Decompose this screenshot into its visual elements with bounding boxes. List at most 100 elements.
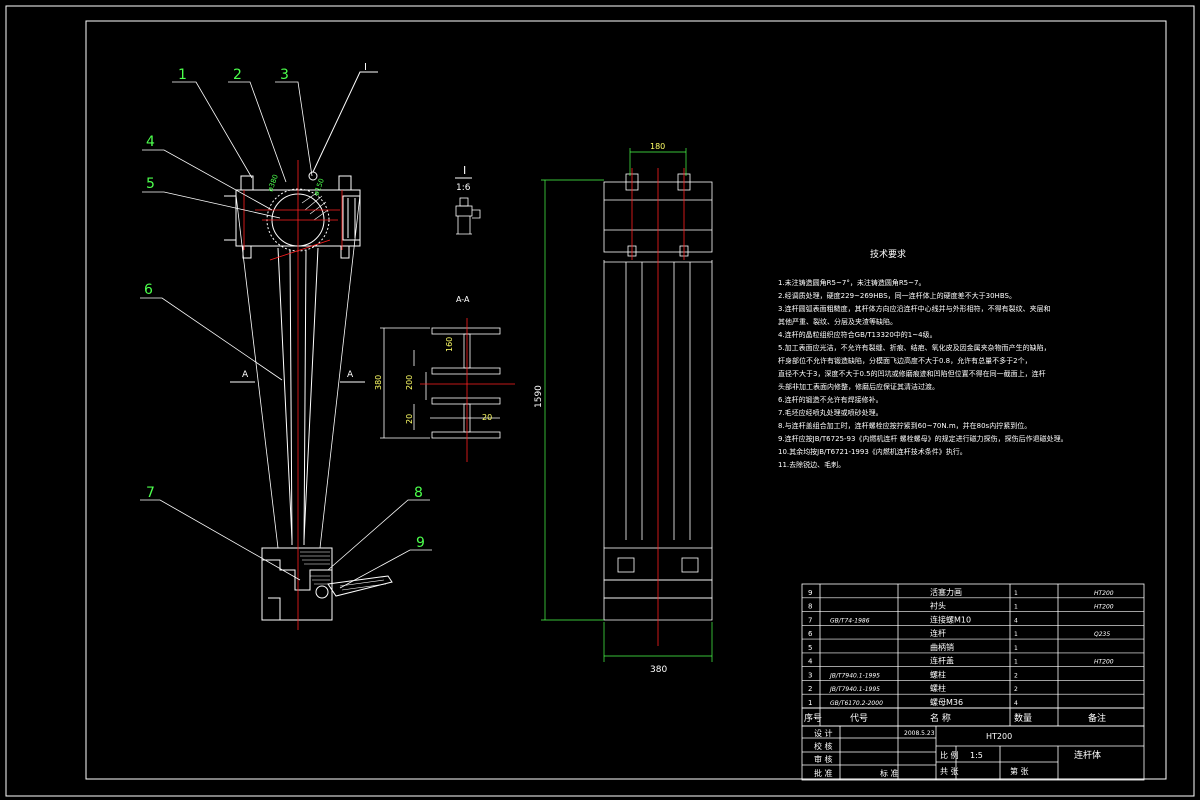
section-dim-height: 380 xyxy=(374,375,383,390)
bom-cell-qty: 1 xyxy=(1014,645,1018,652)
bom-cell-no: 2 xyxy=(808,685,812,693)
bom-cell-name: 螺柱 xyxy=(930,669,946,679)
bom-cell-qty: 4 xyxy=(1014,617,1018,624)
tech-line: 3.连杆圆弧表面粗糙度，其杆体方向应沿连杆中心线并与外形相符，不得有裂纹、夹层和 xyxy=(778,304,1051,313)
balloon-2: 2 xyxy=(233,67,242,83)
bom-cell-qty: 4 xyxy=(1014,700,1018,707)
tb-drawing-name: 连杆体 xyxy=(1074,749,1101,761)
bom-cell-mat: HT200 xyxy=(1094,604,1114,611)
tb-sheet-no: 第 张 xyxy=(1010,766,1029,776)
front-view xyxy=(224,175,393,621)
bom-cell-no: 6 xyxy=(808,630,813,638)
bom-cell-no: 4 xyxy=(808,658,813,666)
front-view-hatching xyxy=(300,191,387,591)
balloon-leaders xyxy=(140,81,432,589)
tech-line: 2.经调质处理，硬度229~269HBS，同一连杆体上的硬度差不大于30HBS。 xyxy=(778,291,1016,300)
section-aa-label: A-A xyxy=(456,295,470,304)
bom-cell-name: 连杆 xyxy=(930,628,946,638)
tech-line: 杆身部位不允许有锻造缺陷，分模面飞边高度不大于0.8，允许有总量不多于2个， xyxy=(778,356,1032,365)
balloon-9: 9 xyxy=(416,535,425,551)
tech-line: 其他严重、裂纹、分层及夹渣等缺陷。 xyxy=(778,317,897,326)
bom-cell-mat: Q235 xyxy=(1094,631,1110,638)
bom-cell-code: GB/T74-1986 xyxy=(830,617,870,624)
section-dim-1: 160 xyxy=(445,337,454,352)
balloon-8: 8 xyxy=(414,485,423,501)
envelope-lines xyxy=(235,194,361,549)
bom-header-no: 序号 xyxy=(804,712,822,724)
bom-cell-no: 9 xyxy=(808,589,812,597)
section-dim-2: 200 xyxy=(405,375,414,390)
tech-line: 4.连杆的晶粒组织应符合GB/T13320中的1~4级。 xyxy=(778,330,937,339)
tb-design: 设 计 xyxy=(814,728,833,738)
tb-standard: 标 准 xyxy=(880,768,899,778)
balloon-1: 1 xyxy=(178,67,187,83)
bom-cell-mat: HT200 xyxy=(1094,659,1114,666)
bom-cell-no: 1 xyxy=(808,699,812,707)
bom-cell-code: GB/T6170.2-2000 xyxy=(830,700,883,707)
detail-marker xyxy=(308,71,378,181)
section-dim-4: 20 xyxy=(482,413,492,422)
dim-width-top: 180 xyxy=(650,142,665,151)
dim-width-bottom: 380 xyxy=(650,665,667,675)
bom-header-qty: 数量 xyxy=(1014,712,1032,724)
tech-lines: 1.未注铸造圆角R5~7°，未注铸造圆角R5~7。 2.经调质处理，硬度229~2… xyxy=(778,278,1068,469)
tb-review: 审 核 xyxy=(814,754,833,764)
bom-header-code: 代号 xyxy=(850,713,868,724)
tb-check: 校 核 xyxy=(814,741,833,751)
balloon-7: 7 xyxy=(146,485,155,501)
detail-marker-label: I xyxy=(364,62,367,73)
tb-scale-label: 比 例 xyxy=(940,750,959,760)
section-aa-centerlines xyxy=(420,318,515,462)
dim-overall-length: 1590 xyxy=(534,385,544,408)
tech-line: 10.其余均按JB/T6721-1993《内燃机连杆技术条件》执行。 xyxy=(778,447,967,456)
tech-line: 1.未注铸造圆角R5~7°，未注铸造圆角R5~7。 xyxy=(778,278,925,287)
balloon-4: 4 xyxy=(146,134,155,150)
bom-cell-no: 3 xyxy=(808,671,812,679)
front-view-centerlines xyxy=(243,160,343,630)
bom-cell-qty: 2 xyxy=(1014,686,1018,693)
section-mark-right: A xyxy=(347,370,354,380)
sheet-inner-border xyxy=(85,20,1167,780)
sheet-outer-border xyxy=(5,5,1195,797)
bom-header-name: 名 称 xyxy=(930,712,951,724)
bom-cell-code: JB/T7940.1-1995 xyxy=(829,686,880,693)
tech-line: 9.连杆应按JB/T6725-93《内燃机连杆 螺栓螺母》的规定进行磁力探伤，探… xyxy=(778,434,1068,443)
bom-cell-name: 衬头 xyxy=(930,601,946,611)
bom-cell-name: 连接螺M10 xyxy=(930,614,971,624)
bom-cell-qty: 1 xyxy=(1014,631,1018,638)
tech-line: 7.毛坯应经喷丸处理或喷砂处理。 xyxy=(778,408,883,417)
bom-cell-qty: 1 xyxy=(1014,659,1018,666)
tb-sheet-label: 共 张 xyxy=(940,767,959,776)
detail-scale: 1:6 xyxy=(456,183,471,193)
bom-header-note: 备注 xyxy=(1088,712,1106,724)
bom-cell-name: 活塞力画 xyxy=(930,587,962,597)
tb-design-date: 2008.5.23 xyxy=(904,730,935,737)
bom-cell-mat: HT200 xyxy=(1094,590,1114,597)
tech-line: 6.连杆的锻造不允许有焊接修补。 xyxy=(778,395,883,404)
bom-cell-code: JB/T7940.1-1995 xyxy=(829,672,880,679)
detail-title: I xyxy=(463,164,466,177)
detail-view xyxy=(455,197,481,235)
side-view-centerlines xyxy=(631,168,685,646)
tech-line: 直径不大于3，深度不大于0.5的凹坑或修磨痕迹和凹陷但位置不得在同一截面上，连杆 xyxy=(778,369,1046,378)
section-dim-3: 20 xyxy=(405,414,414,424)
tech-line: 头部非加工表面内修整，修磨后应保证其清洁过渡。 xyxy=(778,382,939,391)
bom-cell-qty: 1 xyxy=(1014,604,1018,611)
balloon-5: 5 xyxy=(146,176,155,192)
bom-cell-qty: 2 xyxy=(1014,672,1018,679)
tech-line: 5.加工表面应光洁，不允许有裂缝、折痕、结疤、氧化皮及因金属夹杂物而产生的缺陷， xyxy=(778,343,1051,352)
tb-scale: 1:5 xyxy=(970,751,983,760)
tb-material: HT200 xyxy=(986,732,1012,741)
tech-title: 技术要求 xyxy=(870,248,906,260)
tech-line: 8.与连杆盖组合加工时，连杆螺栓应按拧紧到60~70N.m，并在80s内拧紧到位… xyxy=(778,421,1031,430)
tb-approve: 批 准 xyxy=(814,768,833,778)
bom-cell-name: 连杆盖 xyxy=(930,656,954,666)
bom-cell-name: 螺母M36 xyxy=(930,697,963,707)
balloon-6: 6 xyxy=(144,282,153,298)
bom-cell-qty: 1 xyxy=(1014,590,1018,597)
bom-cell-no: 8 xyxy=(808,603,812,611)
bom-cell-name: 曲柄销 xyxy=(930,642,954,652)
side-view-dimensions xyxy=(541,148,713,662)
